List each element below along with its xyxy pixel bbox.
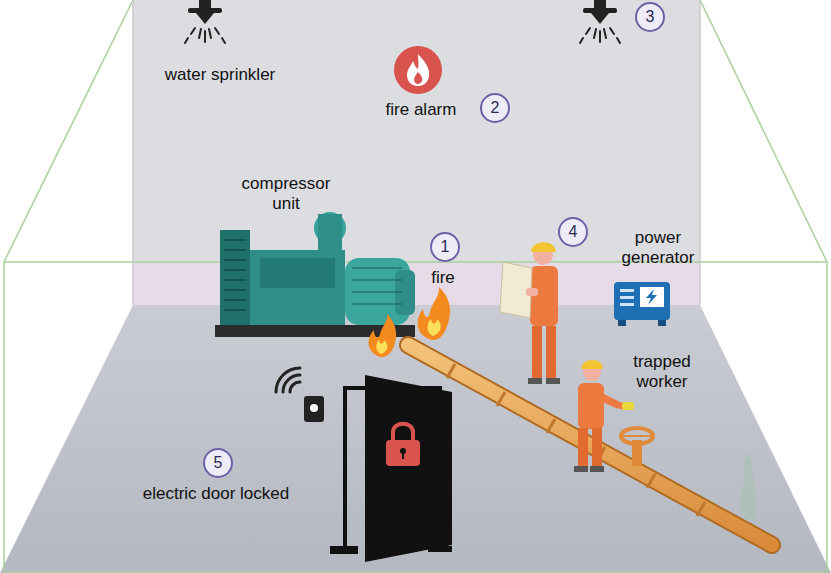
back-wall xyxy=(133,0,700,305)
sprinkler-right xyxy=(580,0,620,43)
floor xyxy=(0,305,831,573)
room-edges xyxy=(4,0,827,572)
part-label: electric door locked xyxy=(143,484,289,504)
part-label: compressor unit xyxy=(231,174,341,214)
callout-number: 2 xyxy=(491,98,500,118)
callout-number: 5 xyxy=(214,453,223,473)
sprinkler-left xyxy=(185,0,225,43)
part-label: fire alarm xyxy=(386,100,457,120)
callout-number: 4 xyxy=(569,222,578,242)
power-generator-icon xyxy=(614,282,670,326)
door-sensor xyxy=(276,368,324,422)
fire-alarm-icon xyxy=(394,46,442,94)
part-label: fire xyxy=(431,268,455,288)
worker-figure xyxy=(500,242,560,384)
part-label: water sprinkler xyxy=(165,65,276,85)
callout-number: 1 xyxy=(441,237,450,257)
pipe xyxy=(408,345,772,545)
gas-leak xyxy=(740,452,756,520)
part-label: trapped worker xyxy=(617,352,707,392)
fire-flames xyxy=(369,287,451,357)
locked-door xyxy=(330,375,452,562)
part-label: power generator xyxy=(603,228,713,268)
compressor-unit xyxy=(215,212,415,337)
trapped-worker-figure xyxy=(574,360,634,472)
callout-number: 3 xyxy=(646,7,655,27)
